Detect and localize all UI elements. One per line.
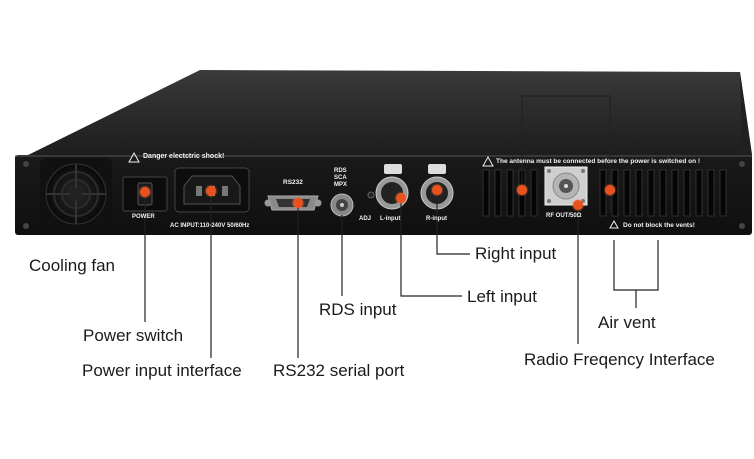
label-cooling-fan: Cooling fan <box>29 256 116 275</box>
chassis-top-face <box>18 70 752 160</box>
sca-text: SCA <box>334 175 347 181</box>
marker-power-input <box>206 186 216 196</box>
marker-right-input <box>432 185 442 195</box>
callout-leaders <box>144 95 659 358</box>
antenna-warning-text: The antenna must be connected before the… <box>496 158 701 165</box>
shock-warning-text: Danger electctric shock! <box>143 153 225 160</box>
mpx-text: MPX <box>334 182 348 188</box>
label-power-switch: Power switch <box>83 326 184 345</box>
marker-vent-right <box>605 185 615 195</box>
ac-input-text: AC INPUT:110-240V 50/60Hz <box>170 223 250 229</box>
l-input-text: L-input <box>380 216 401 222</box>
marker-left-input <box>396 193 406 203</box>
cooling-fan-grille <box>40 158 112 230</box>
label-power-input: Power input interface <box>82 361 242 380</box>
label-rds-input: RDS input <box>319 300 397 319</box>
vents-warning-text: Do not block the vents! <box>623 222 695 229</box>
power-text: POWER <box>132 214 155 220</box>
marker-power-switch <box>140 187 150 197</box>
r-input-text: R-input <box>426 216 447 222</box>
label-right-input: Right input <box>475 244 557 263</box>
rds-text: RDS <box>334 168 347 174</box>
adj-text: ADJ <box>359 216 372 222</box>
marker-rf <box>573 200 583 210</box>
n-type-connector <box>544 166 588 206</box>
label-rs232: RS232 serial port <box>273 361 405 380</box>
label-left-input: Left input <box>467 287 537 306</box>
rf-out-text: RF OUT/50Ω <box>546 213 582 219</box>
label-air-vent: Air vent <box>598 313 656 332</box>
rs232-text: RS232 <box>283 179 303 186</box>
vent-slots-right <box>599 169 727 217</box>
bnc-connector <box>330 193 354 217</box>
marker-vent-left <box>517 185 527 195</box>
marker-rs232 <box>293 198 303 208</box>
label-rf-interface: Radio Freqency Interface <box>524 350 715 369</box>
